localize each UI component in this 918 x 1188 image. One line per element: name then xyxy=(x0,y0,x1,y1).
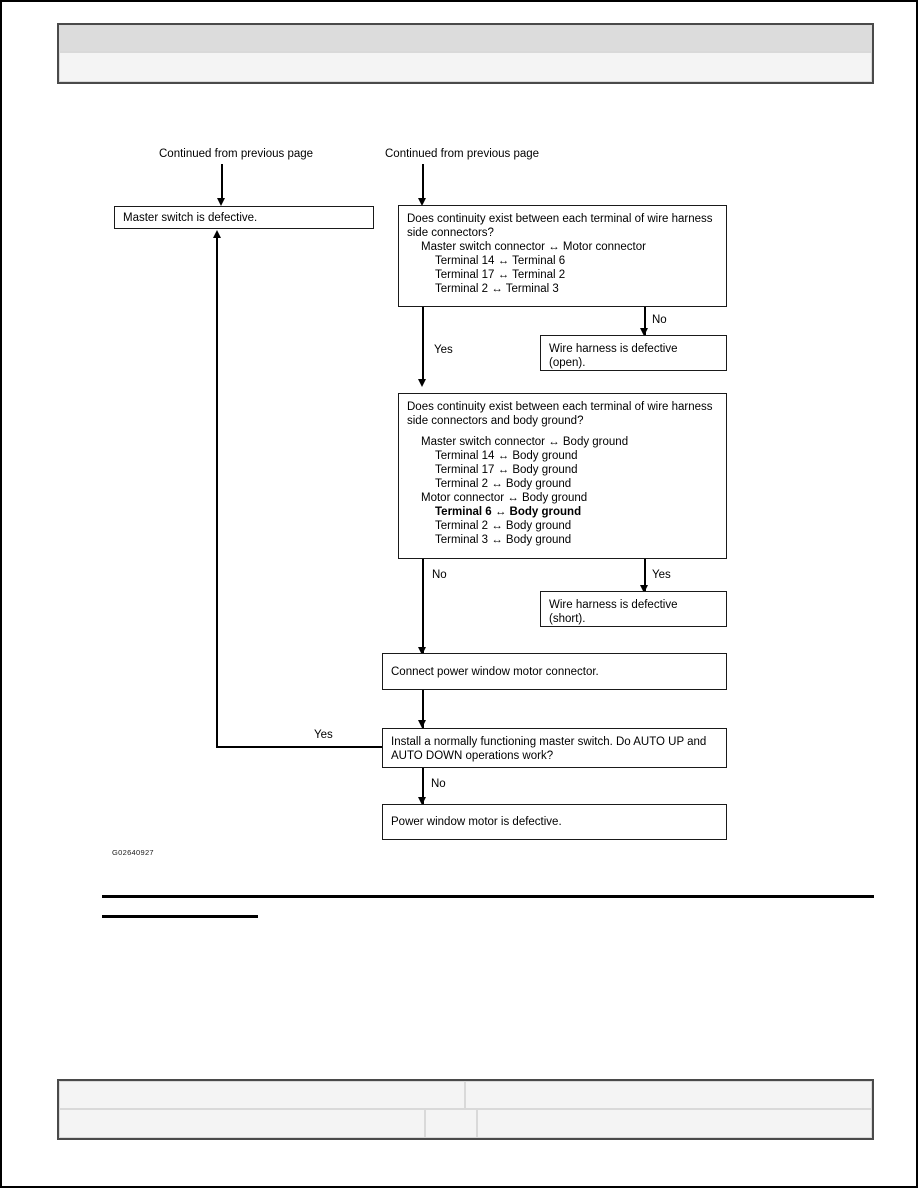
connector-yes-terminals-line xyxy=(422,307,424,383)
footer-row-1 xyxy=(59,1081,872,1109)
branch-label-no-install-master-switch: No xyxy=(431,778,446,790)
continuity-ground-line-8: Terminal 6 ↔ Body ground xyxy=(435,506,582,518)
connect-motor-text: Connect power window motor connector. xyxy=(391,666,599,678)
continuity-ground-line-5: Terminal 17 ↔ Body ground xyxy=(435,464,578,476)
connector-no-ground-line xyxy=(422,559,424,655)
connector-right-entry-arrowhead xyxy=(418,198,426,206)
footer-cell-1 xyxy=(59,1081,465,1109)
continuity-terminals-line-1: Does continuity exist between each termi… xyxy=(407,213,713,225)
branch-label-yes-continuity-ground: Yes xyxy=(652,569,671,581)
header-row-1 xyxy=(59,25,872,52)
page-header-table xyxy=(57,23,874,84)
feedback-loop-horizontal xyxy=(216,746,382,748)
connector-yes-ground-line xyxy=(644,559,646,593)
harness-open-line-2: (open). xyxy=(549,357,586,369)
continuity-ground-line-7: Motor connector ↔ Body ground xyxy=(421,492,588,504)
footer-row-2 xyxy=(59,1109,872,1138)
connector-no-ground-arrowhead xyxy=(418,647,426,655)
header-cell-2 xyxy=(59,52,872,82)
node-install-master-switch: Install a normally functioning master sw… xyxy=(382,728,727,768)
continuity-ground-line-2: side connectors and body ground? xyxy=(407,415,584,427)
continuity-ground-line-3: Master switch connector ↔ Body ground xyxy=(421,436,629,448)
branch-label-yes-continuity-terminals: Yes xyxy=(434,344,453,356)
continuity-terminals-line-4: Terminal 14 ↔ Terminal 6 xyxy=(435,255,566,267)
node-wire-harness-defective-short: Wire harness is defective (short). xyxy=(540,591,727,627)
connector-no-install-line xyxy=(422,768,424,805)
connector-right-entry-line xyxy=(422,164,424,202)
continuity-ground-line-1: Does continuity exist between each termi… xyxy=(407,401,713,413)
caption-continued-right: Continued from previous page xyxy=(385,148,540,160)
connector-yes-ground-arrowhead xyxy=(640,585,648,593)
caption-continued-left: Continued from previous page xyxy=(159,148,314,160)
continuity-terminals-line-6: Terminal 2 ↔ Terminal 3 xyxy=(435,283,559,295)
install-master-switch-line-1: Install a normally functioning master sw… xyxy=(391,736,707,748)
feedback-loop-arrowhead xyxy=(213,230,221,238)
motor-defective-text: Power window motor is defective. xyxy=(391,816,562,828)
branch-label-yes-install-master-switch: Yes xyxy=(314,729,333,741)
connector-left-entry-arrowhead xyxy=(217,198,225,206)
node-power-window-motor-defective: Power window motor is defective. xyxy=(382,804,727,840)
continuity-ground-line-6: Terminal 2 ↔ Body ground xyxy=(435,478,572,490)
continuity-ground-line-4: Terminal 14 ↔ Body ground xyxy=(435,450,578,462)
connector-no-terminals-arrowhead xyxy=(640,328,648,336)
continuity-ground-spacer xyxy=(407,428,718,435)
continuity-terminals-line-2: side connectors? xyxy=(407,227,494,239)
footer-cell-2 xyxy=(465,1081,872,1109)
harness-open-line-1: Wire harness is defective xyxy=(549,343,678,355)
footer-cell-4 xyxy=(425,1109,477,1138)
horizontal-rule-wide xyxy=(102,895,874,898)
header-row-2 xyxy=(59,52,872,82)
harness-short-line-1: Wire harness is defective xyxy=(549,599,678,611)
node-continuity-terminals: Does continuity exist between each termi… xyxy=(398,205,727,307)
header-cell-1 xyxy=(59,25,872,52)
node-continuity-body-ground: Does continuity exist between each termi… xyxy=(398,393,727,559)
branch-label-no-continuity-ground: No xyxy=(432,569,447,581)
node-wire-harness-defective-open: Wire harness is defective (open). xyxy=(540,335,727,371)
harness-short-line-2: (short). xyxy=(549,613,586,625)
continuity-terminals-line-5: Terminal 17 ↔ Terminal 2 xyxy=(435,269,566,281)
feedback-loop-vertical xyxy=(216,236,218,748)
connector-left-entry-line xyxy=(221,164,223,200)
continuity-terminals-line-3: Master switch connector ↔ Motor connecto… xyxy=(421,241,646,253)
page-footer-table xyxy=(57,1079,874,1140)
branch-label-no-continuity-terminals: No xyxy=(652,314,667,326)
connector-connect-to-install-arrowhead xyxy=(418,720,426,728)
connector-no-install-arrowhead xyxy=(418,797,426,805)
connector-yes-terminals-arrowhead xyxy=(418,379,426,387)
install-master-switch-line-2: AUTO DOWN operations work? xyxy=(391,750,554,762)
node-master-switch-text: Master switch is defective. xyxy=(123,212,258,224)
footer-cell-3 xyxy=(59,1109,425,1138)
node-connect-power-window-motor-connector: Connect power window motor connector. xyxy=(382,653,727,690)
connector-no-terminals-line xyxy=(644,307,646,335)
footer-cell-5 xyxy=(477,1109,872,1138)
connector-connect-to-install-line xyxy=(422,690,424,728)
continuity-ground-line-9: Terminal 2 ↔ Body ground xyxy=(435,520,572,532)
horizontal-rule-short xyxy=(102,915,258,918)
figure-code: G02640927 xyxy=(112,848,154,857)
continuity-ground-line-10: Terminal 3 ↔ Body ground xyxy=(435,534,572,546)
node-master-switch-defective: Master switch is defective. xyxy=(114,206,374,229)
